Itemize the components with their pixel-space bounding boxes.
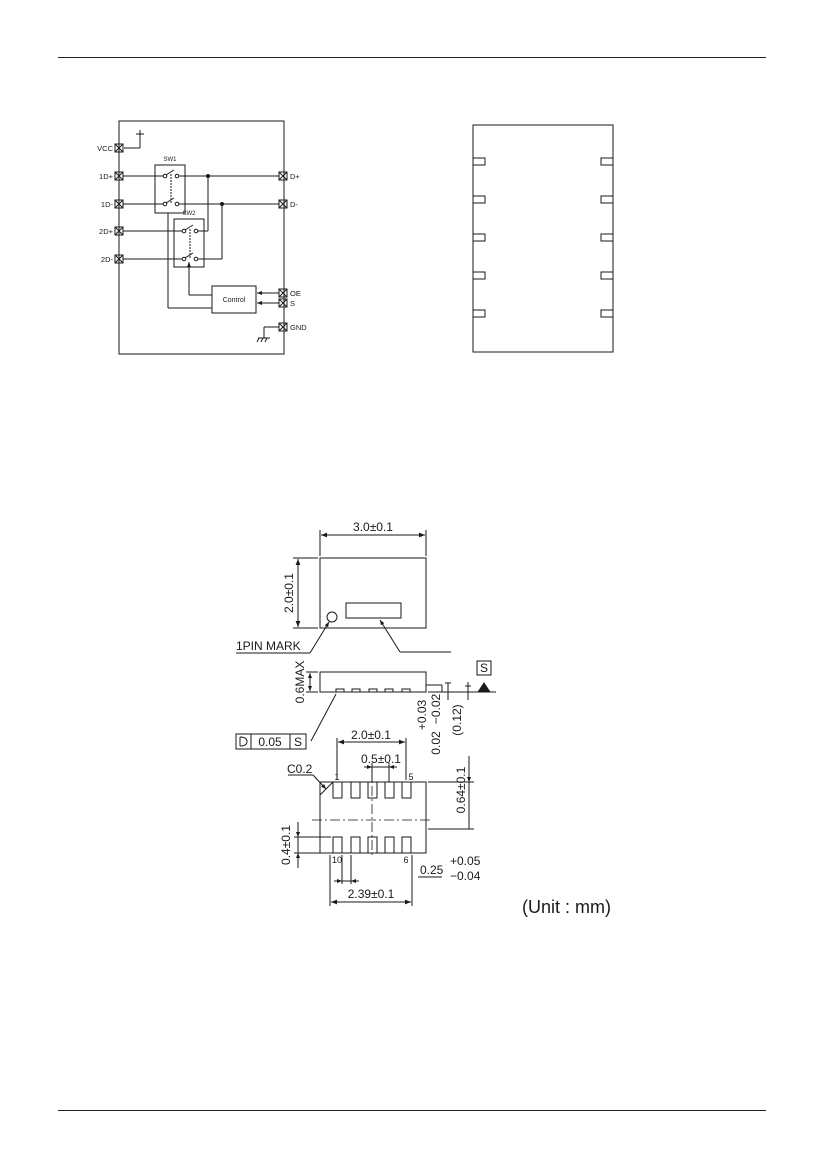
vcc-symbol-icon bbox=[136, 130, 144, 148]
dim-width-label: 3.0±0.1 bbox=[353, 520, 393, 534]
dim-max-height-label: 0.6MAX bbox=[293, 661, 307, 704]
block-diagram-labels: VCC 1D+ 1D- 2D+ 2D- D+ D- OE S GND SW1 S… bbox=[97, 144, 307, 332]
pin-oe-box-icon bbox=[278, 288, 288, 298]
sw1-label: SW1 bbox=[163, 157, 177, 163]
flatness-datum: S bbox=[294, 735, 302, 749]
pad-right-5 bbox=[600, 309, 614, 318]
control-label: Control bbox=[223, 297, 246, 304]
datum-box bbox=[476, 660, 492, 676]
dim-thickness-label: 0.02 bbox=[429, 731, 443, 755]
dim-pad-width-label: 0.4±0.1 bbox=[279, 825, 293, 865]
pin-label-2dminus: 2D- bbox=[101, 255, 114, 264]
package-top-view bbox=[319, 557, 427, 629]
unit-note: (Unit : mm) bbox=[522, 897, 611, 917]
pin-label-dminus: D- bbox=[290, 200, 298, 209]
pad-right-1 bbox=[600, 157, 614, 166]
sw2-label: SW2 bbox=[182, 211, 196, 217]
sw2-box bbox=[173, 218, 205, 268]
flatness-frame bbox=[235, 733, 307, 750]
pin-label-oe: OE bbox=[290, 289, 301, 298]
pad-right-2 bbox=[600, 195, 614, 204]
pad-left-3 bbox=[472, 233, 486, 242]
pin-number-5: 5 bbox=[408, 772, 413, 782]
package-drawing bbox=[235, 530, 496, 906]
flatness-symbol-icon bbox=[239, 736, 248, 747]
dim-pad-length-label: 0.64±0.1 bbox=[454, 766, 468, 813]
pin-label-gnd: GND bbox=[290, 323, 307, 332]
chamfer-label: C0.2 bbox=[287, 762, 313, 776]
ground-symbol-icon bbox=[256, 337, 270, 343]
footer-rule bbox=[58, 1110, 766, 1111]
pad-right-3 bbox=[600, 233, 614, 242]
package-top-outline bbox=[472, 124, 614, 353]
header-rule bbox=[58, 57, 766, 58]
pin-number-6: 6 bbox=[403, 855, 408, 865]
pin-number-1: 1 bbox=[334, 772, 339, 782]
pad-left-1 bbox=[472, 157, 486, 166]
pin-label-1dminus: 1D- bbox=[101, 200, 114, 209]
pin-label-vcc: VCC bbox=[97, 144, 113, 153]
pin-gnd-box-icon bbox=[278, 322, 288, 332]
pin-dminus-box-icon bbox=[278, 199, 288, 209]
pin-label-2dplus: 2D+ bbox=[99, 227, 114, 236]
pin-vcc-box-icon bbox=[114, 143, 124, 153]
pad-right-4 bbox=[600, 271, 614, 280]
pad-left-5 bbox=[472, 309, 486, 318]
flatness-value: 0.05 bbox=[258, 735, 282, 749]
dim-height-label: 2.0±0.1 bbox=[282, 573, 296, 613]
pin-label-1dplus: 1D+ bbox=[99, 172, 114, 181]
package-labels: 3.0±0.1 2.0±0.1 1PIN MARK 0.6MAX S (0.12… bbox=[236, 520, 488, 901]
sw1-box bbox=[154, 164, 186, 214]
block-diagram bbox=[114, 120, 288, 355]
dim-lead-tol-upper: +0.05 bbox=[450, 854, 481, 868]
chip-outline bbox=[118, 120, 285, 355]
right-pin-boxes bbox=[278, 171, 288, 332]
dim-lead-width-label: 0.25 bbox=[420, 863, 444, 877]
pin-dplus-box-icon bbox=[278, 171, 288, 181]
pin-s-box-icon bbox=[278, 298, 288, 308]
pin-label-dplus: D+ bbox=[290, 172, 300, 181]
dim-thickness-tol-upper: +0.03 bbox=[415, 699, 429, 730]
pin1-mark-label: 1PIN MARK bbox=[236, 639, 301, 653]
dim-thickness-tol-lower: −0.02 bbox=[429, 693, 443, 724]
dim-lead-tol-lower: −0.04 bbox=[450, 869, 481, 883]
pad-left-2 bbox=[472, 195, 486, 204]
package-bottom-view bbox=[319, 781, 427, 854]
dim-standoff-label: (0.12) bbox=[450, 704, 464, 735]
left-pin-boxes bbox=[114, 143, 124, 264]
dim-pitch-label: 0.5±0.1 bbox=[361, 752, 401, 766]
pin-label-s: S bbox=[290, 299, 295, 308]
pin1-mark-icon bbox=[326, 611, 338, 623]
datum-triangle-icon bbox=[477, 682, 491, 693]
dim-body-label: 2.39±0.1 bbox=[348, 887, 395, 901]
datum-label: S bbox=[480, 661, 488, 675]
control-box bbox=[211, 285, 257, 314]
dim-pad-span-label: 2.0±0.1 bbox=[351, 728, 391, 742]
pad-left-4 bbox=[472, 271, 486, 280]
pin-2dminus-box-icon bbox=[114, 254, 124, 264]
pin-layout bbox=[472, 124, 614, 353]
marking-area bbox=[345, 602, 402, 619]
pin-number-10: 10 bbox=[332, 855, 342, 865]
